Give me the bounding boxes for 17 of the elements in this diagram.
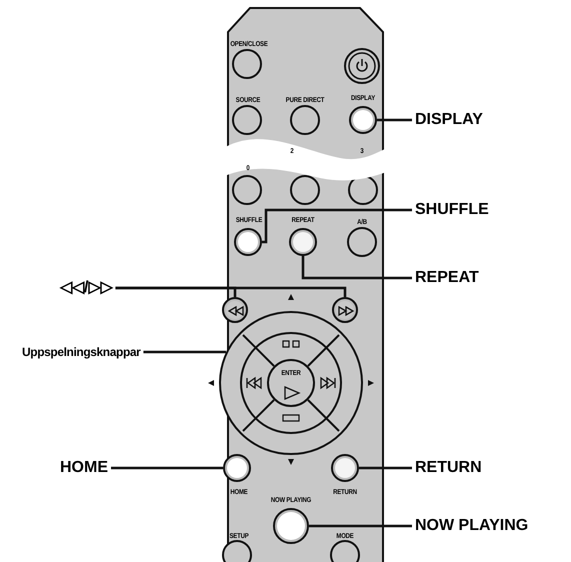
callout-label: RETURN bbox=[415, 459, 482, 477]
leader-line bbox=[111, 466, 223, 470]
callout-label: DISPLAY bbox=[415, 111, 483, 129]
leader-line bbox=[302, 256, 412, 280]
leader-line bbox=[377, 118, 412, 122]
callout-label: REPEAT bbox=[415, 269, 479, 287]
callout-label: Uppspelningsknappar bbox=[22, 343, 140, 361]
callout-label: ◁◁/▷▷ bbox=[60, 279, 112, 297]
rewind-button bbox=[222, 297, 248, 323]
callout-label: SHUFFLE bbox=[415, 201, 489, 219]
leader-line bbox=[359, 466, 412, 470]
leader-line bbox=[309, 524, 412, 528]
leader-line bbox=[262, 208, 412, 244]
callout-label: NOW PLAYING bbox=[415, 517, 528, 535]
leader-line bbox=[143, 350, 226, 354]
callout-label: HOME bbox=[60, 459, 108, 477]
leader-line bbox=[115, 286, 346, 297]
